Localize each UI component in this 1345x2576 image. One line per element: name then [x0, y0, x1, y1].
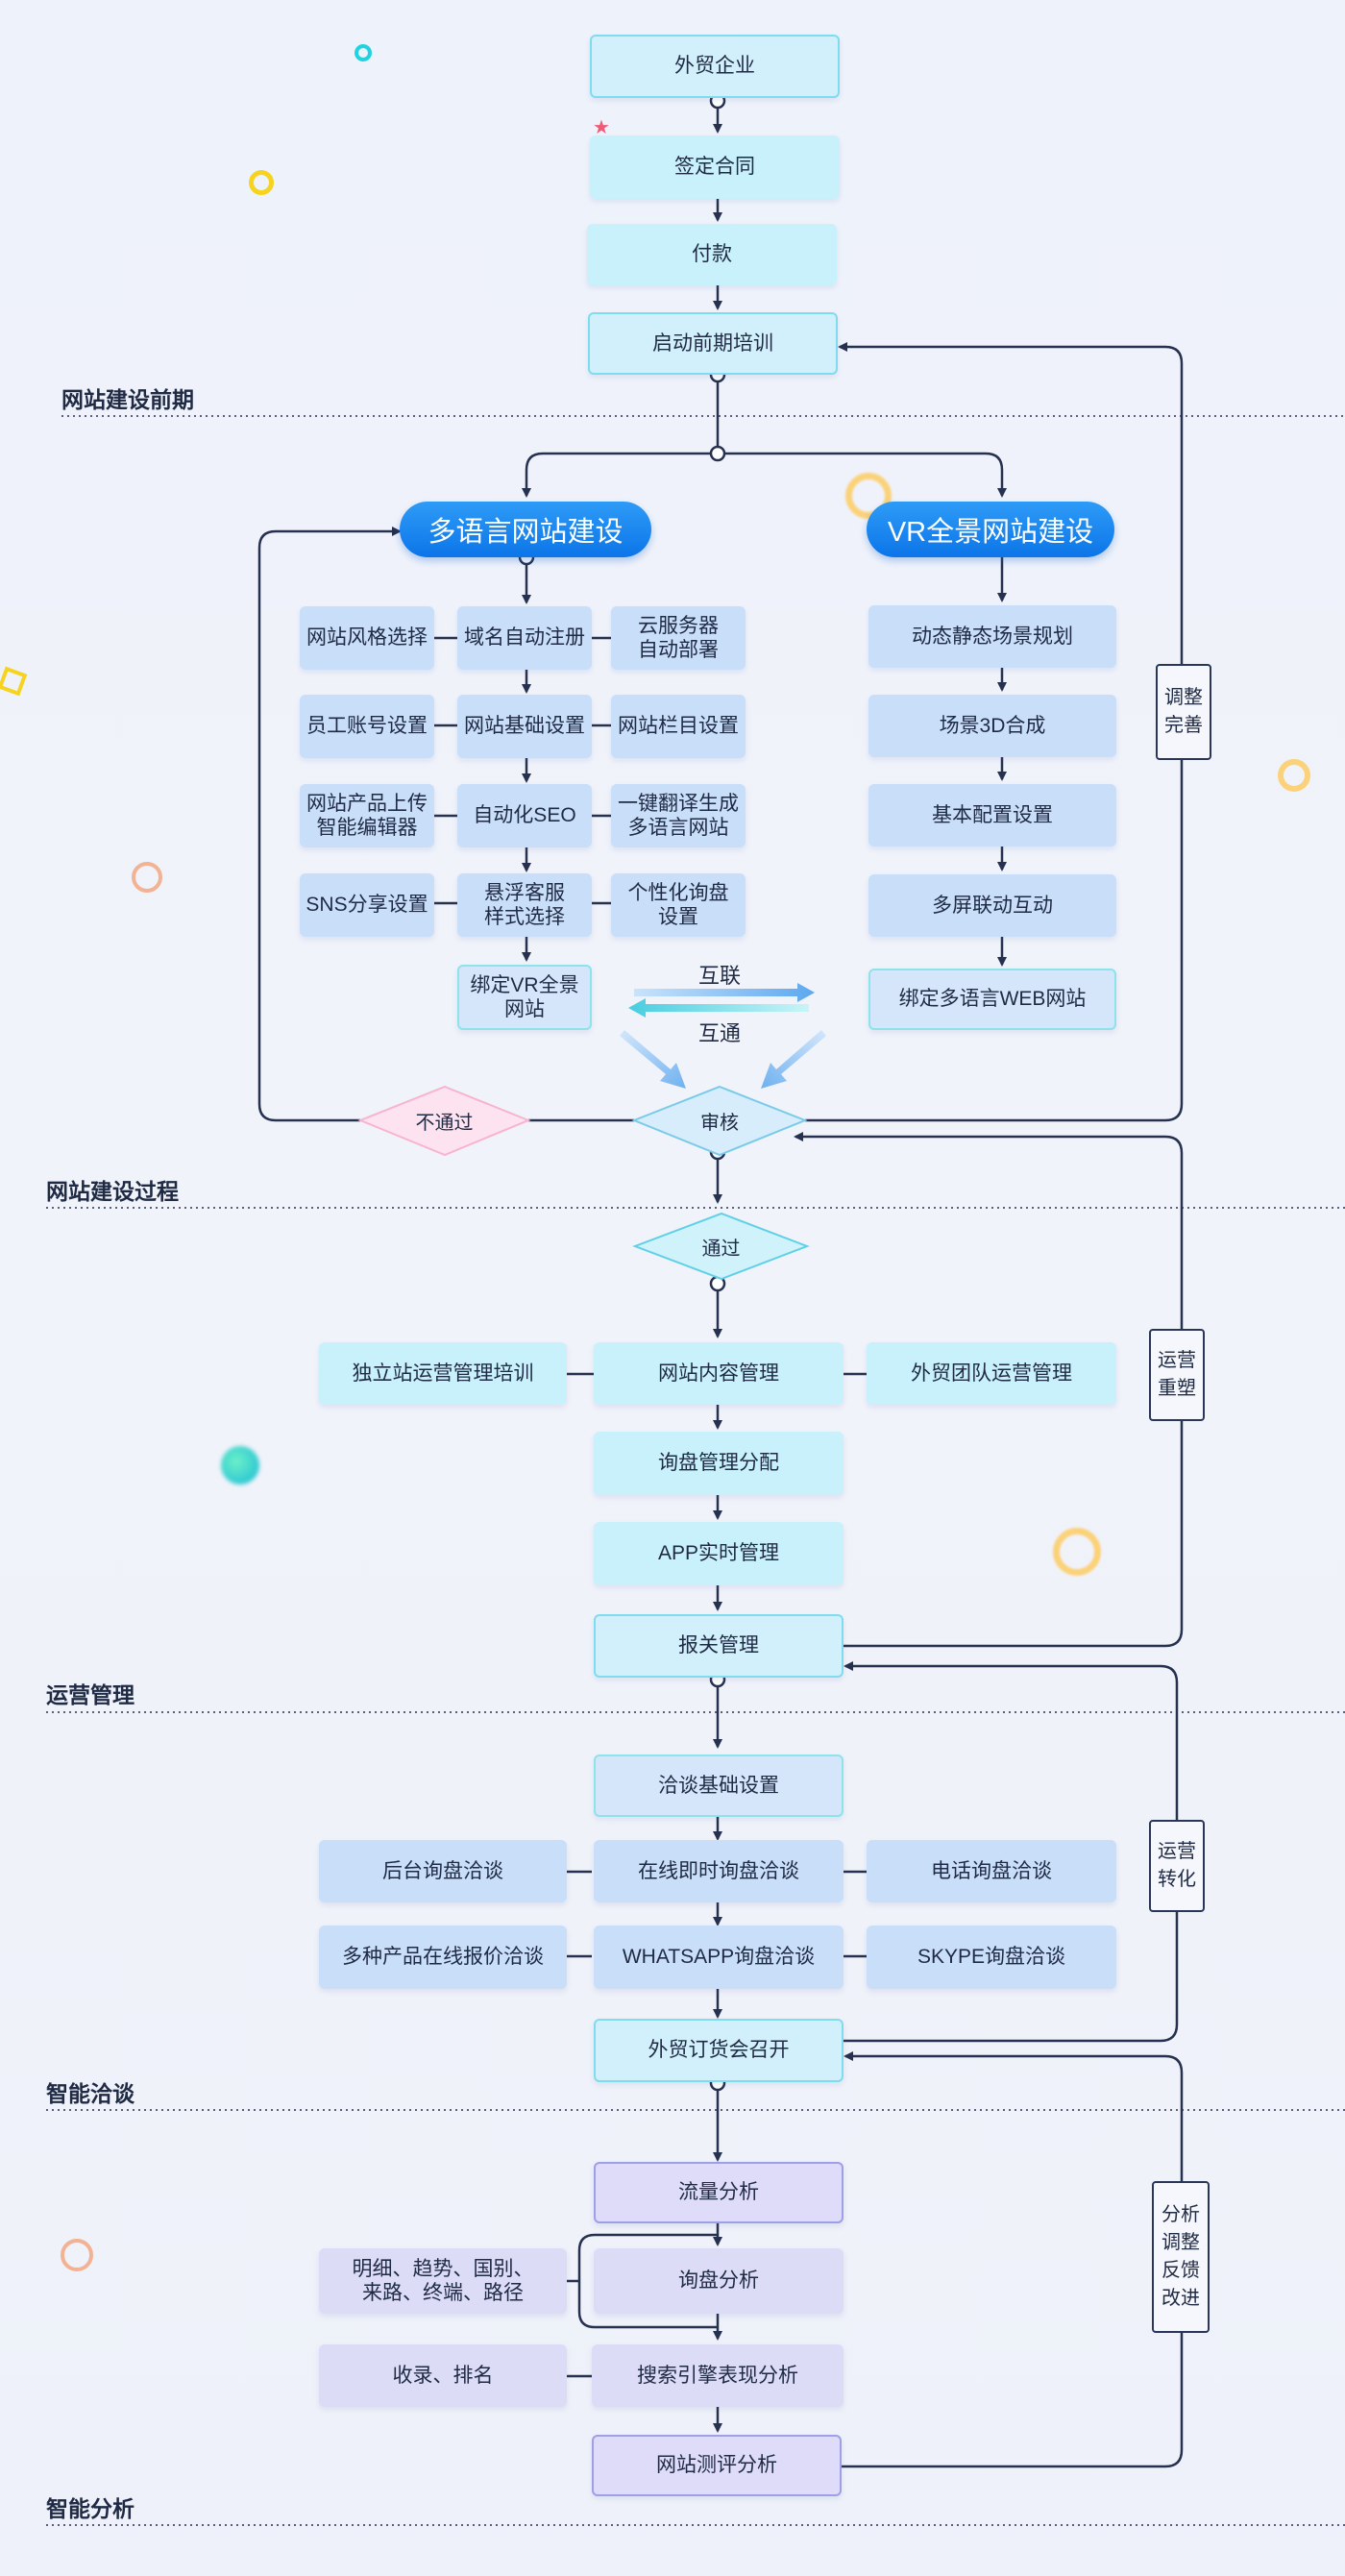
node-inquiry-analysis[interactable]: 询盘分析	[594, 2248, 844, 2314]
side-label-adjust-improve: 调整 完善	[1156, 664, 1211, 760]
node-independent-site-training[interactable]: 独立站运营管理培训	[319, 1342, 567, 1405]
node-floating-service[interactable]: 悬浮客服 样式选择	[457, 873, 592, 937]
audit-label[interactable]: 审核	[700, 1113, 739, 1134]
side-label-analysis-feedback: 分析 调整 反馈 改进	[1152, 2181, 1210, 2333]
deco-ring-yellow	[249, 170, 274, 195]
node-team-ops-mgmt[interactable]: 外贸团队运营管理	[867, 1342, 1116, 1405]
node-kickoff-training[interactable]: 启动前期培训	[588, 312, 838, 375]
node-skype-inquiry[interactable]: SKYPE询盘洽谈	[867, 1926, 1116, 1989]
node-one-click-translate[interactable]: 一键翻译生成 多语言网站	[611, 784, 746, 847]
node-search-engine-analysis[interactable]: 搜索引擎表现分析	[592, 2344, 844, 2407]
deco-star-icon: ★	[593, 117, 610, 138]
reject-diamond	[357, 1085, 531, 1157]
diag-arrow-right	[761, 1030, 826, 1089]
stage-label-pre: 网站建设前期	[61, 387, 194, 412]
node-detail-trends[interactable]: 明细、趋势、国别、 来路、终端、路径	[319, 2248, 567, 2314]
node-domain-register[interactable]: 域名自动注册	[457, 606, 592, 670]
node-bind-vr-site[interactable]: 绑定VR全景 网站	[457, 965, 592, 1030]
pass-diamond	[632, 1212, 810, 1281]
deco-ball-green	[221, 1446, 259, 1484]
node-scene-3d[interactable]: 场景3D合成	[868, 695, 1116, 757]
node-whatsapp-inquiry[interactable]: WHATSAPP询盘洽谈	[594, 1926, 844, 1989]
node-scene-planning[interactable]: 动态静态场景规划	[868, 605, 1116, 668]
node-site-content-mgmt[interactable]: 网站内容管理	[594, 1342, 844, 1405]
pass-label[interactable]: 通过	[701, 1238, 741, 1260]
side-label-ops-conversion: 运营 转化	[1149, 1820, 1205, 1912]
node-trade-fair[interactable]: 外贸订货会召开	[594, 2019, 844, 2082]
node-site-basic-settings[interactable]: 网站基础设置	[457, 695, 592, 758]
node-backend-inquiry[interactable]: 后台询盘洽谈	[319, 1840, 567, 1902]
node-traffic-analysis[interactable]: 流量分析	[594, 2162, 844, 2223]
link-label-intercommunicate: 互通	[698, 1021, 742, 1045]
node-multi-screen[interactable]: 多屏联动互动	[868, 874, 1116, 937]
node-site-evaluation[interactable]: 网站测评分析	[592, 2435, 842, 2496]
node-sns-share[interactable]: SNS分享设置	[300, 873, 434, 937]
node-foreign-trade-company[interactable]: 外贸企业	[590, 35, 840, 98]
node-online-quote[interactable]: 多种产品在线报价洽谈	[319, 1926, 567, 1989]
stage-label-process: 网站建设过程	[46, 1179, 179, 1204]
diag-arrow-left	[620, 1030, 686, 1089]
node-site-columns[interactable]: 网站栏目设置	[611, 695, 746, 758]
vr-site-title[interactable]: VR全景网站建设	[867, 502, 1114, 557]
node-indexing-ranking[interactable]: 收录、排名	[319, 2344, 567, 2407]
node-custom-inquiry[interactable]: 个性化询盘 设置	[611, 873, 746, 937]
deco-ring-orange-2	[61, 2239, 93, 2271]
node-staff-accounts[interactable]: 员工账号设置	[300, 695, 434, 758]
side-label-ops-reshape: 运营 重塑	[1149, 1329, 1205, 1421]
deco-ring-orange-1	[132, 862, 162, 893]
deco-ring-gold-1	[845, 473, 892, 519]
link-label-interconnect: 互联	[698, 964, 742, 988]
reject-label[interactable]: 不通过	[415, 1113, 474, 1134]
node-basic-config[interactable]: 基本配置设置	[868, 784, 1116, 846]
link-arrow-right	[634, 983, 815, 1002]
node-sign-contract[interactable]: 签定合同	[590, 135, 840, 199]
stage-label-negotiation: 智能洽谈	[46, 2081, 134, 2106]
node-phone-inquiry[interactable]: 电话询盘洽谈	[867, 1840, 1116, 1902]
node-inquiry-allocation[interactable]: 询盘管理分配	[594, 1432, 844, 1495]
node-customs-mgmt[interactable]: 报关管理	[594, 1614, 844, 1678]
deco-ring-gold-3	[1053, 1528, 1101, 1576]
node-auto-seo[interactable]: 自动化SEO	[457, 784, 592, 847]
link-arrow-left	[628, 998, 809, 1018]
node-online-instant-inquiry[interactable]: 在线即时询盘洽谈	[594, 1840, 844, 1902]
node-product-upload[interactable]: 网站产品上传 智能编辑器	[300, 784, 434, 847]
audit-diamond	[631, 1085, 808, 1157]
node-negotiation-basic[interactable]: 洽谈基础设置	[594, 1754, 844, 1817]
node-site-style[interactable]: 网站风格选择	[300, 606, 434, 670]
stage-label-analysis: 智能分析	[46, 2496, 134, 2521]
node-payment[interactable]: 付款	[587, 224, 837, 285]
node-bind-multilingual-web[interactable]: 绑定多语言WEB网站	[868, 969, 1116, 1030]
multilingual-site-title[interactable]: 多语言网站建设	[400, 502, 651, 557]
node-cloud-server[interactable]: 云服务器 自动部署	[611, 606, 746, 670]
deco-ring-gold-2	[1278, 759, 1310, 792]
node-app-realtime[interactable]: APP实时管理	[594, 1522, 844, 1585]
deco-ring-cyan	[355, 44, 372, 61]
stage-label-ops: 运营管理	[46, 1682, 134, 1707]
